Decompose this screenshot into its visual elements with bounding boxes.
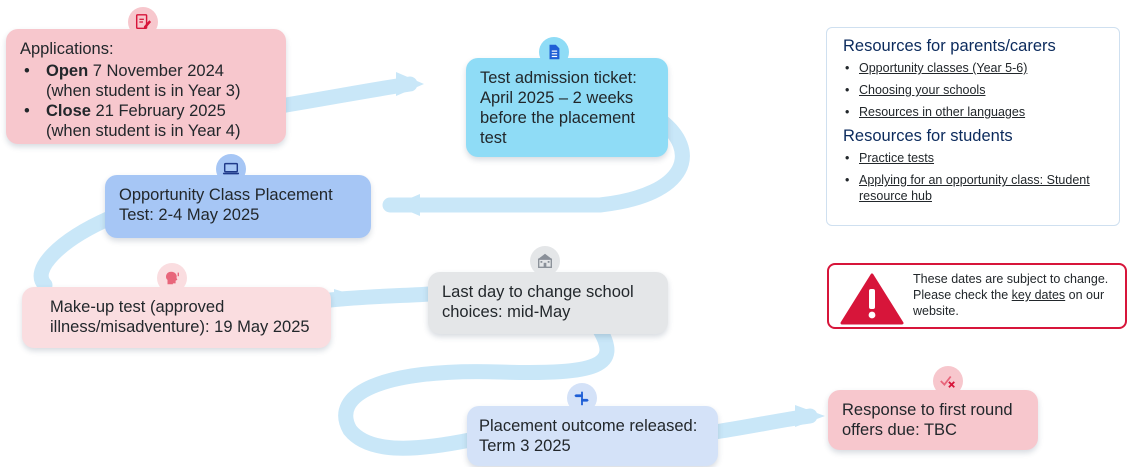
warning-text-before: These dates are subject to change. Pleas… — [913, 272, 1109, 302]
warning-text-after: on our website. — [913, 288, 1105, 318]
dates-warning-box: These dates are subject to change. Pleas… — [827, 263, 1127, 329]
outcome-text: Placement outcome released: Term 3 2025 — [479, 417, 698, 455]
cross-check-icon — [933, 366, 963, 396]
step-makeup-test: Make-up test (approved illness/misadvent… — [22, 263, 331, 348]
link-opportunity-classes[interactable]: Opportunity classes (Year 5-6) — [859, 61, 1028, 75]
close-label: Close — [46, 102, 91, 120]
applications-heading: Applications: — [20, 40, 114, 58]
parents-link-item: Opportunity classes (Year 5-6) — [843, 60, 1103, 76]
resources-parents-heading: Resources for parents/carers — [843, 37, 1056, 55]
exclamation-triangle-icon — [840, 273, 904, 325]
applications-close-item: Close 21 February 2025 (when student is i… — [20, 101, 272, 141]
link-practice-tests[interactable]: Practice tests — [859, 151, 935, 165]
lastday-text: Last day to change school choices: mid-M… — [442, 283, 634, 321]
edit-document-icon — [128, 7, 158, 37]
placement-text: Opportunity Class Placement Test: 2-4 Ma… — [119, 186, 333, 224]
parents-link-item: Choosing your schools — [843, 82, 1103, 98]
step-applications: Applications: Open 7 November 2024 (when … — [6, 7, 286, 144]
applications-list: Open 7 November 2024 (when student is in … — [20, 61, 272, 141]
school-building-icon — [530, 246, 560, 276]
step-placement-outcome: Placement outcome released: Term 3 2025 — [467, 383, 718, 466]
signpost-icon — [567, 383, 597, 413]
resources-panel: Resources for parents/carers Opportunity… — [826, 27, 1120, 226]
students-link-item: Practice tests — [843, 150, 1103, 166]
applications-open-item: Open 7 November 2024 (when student is in … — [20, 61, 272, 101]
response-text: Response to first round offers due: TBC — [842, 401, 1013, 439]
parents-links-list: Opportunity classes (Year 5-6) Choosing … — [843, 60, 1103, 120]
link-other-languages[interactable]: Resources in other languages — [859, 105, 1026, 119]
step-placement-test: Opportunity Class Placement Test: 2-4 Ma… — [105, 154, 371, 238]
step-response-to-offers: Response to first round offers due: TBC — [828, 366, 1038, 450]
key-dates-link[interactable]: key dates — [1011, 288, 1066, 302]
close-note: (when student is in Year 4) — [46, 122, 241, 140]
students-link-item: Applying for an opportunity class: Stude… — [843, 172, 1103, 204]
ticket-text: Test admission ticket: April 2025 – 2 we… — [480, 69, 637, 147]
open-date: 7 November 2024 — [88, 62, 224, 80]
warning-message: These dates are subject to change. Pleas… — [913, 271, 1113, 319]
laptop-icon — [216, 154, 246, 184]
open-label: Open — [46, 62, 89, 80]
link-choosing-schools[interactable]: Choosing your schools — [859, 83, 986, 97]
link-student-resource-hub[interactable]: Applying for an opportunity class: Stude… — [859, 173, 1090, 203]
step-test-admission-ticket: Test admission ticket: April 2025 – 2 we… — [466, 37, 668, 157]
document-icon — [539, 37, 569, 67]
open-note: (when student is in Year 3) — [46, 82, 241, 100]
step-last-day-change-choices: Last day to change school choices: mid-M… — [428, 246, 668, 334]
makeup-text: Make-up test (approved illness/misadvent… — [50, 298, 310, 336]
resources-students-heading: Resources for students — [843, 127, 1013, 145]
parents-link-item: Resources in other languages — [843, 104, 1103, 120]
head-icon — [157, 263, 187, 293]
close-date: 21 February 2025 — [90, 102, 226, 120]
students-links-list: Practice tests Applying for an opportuni… — [843, 150, 1103, 204]
